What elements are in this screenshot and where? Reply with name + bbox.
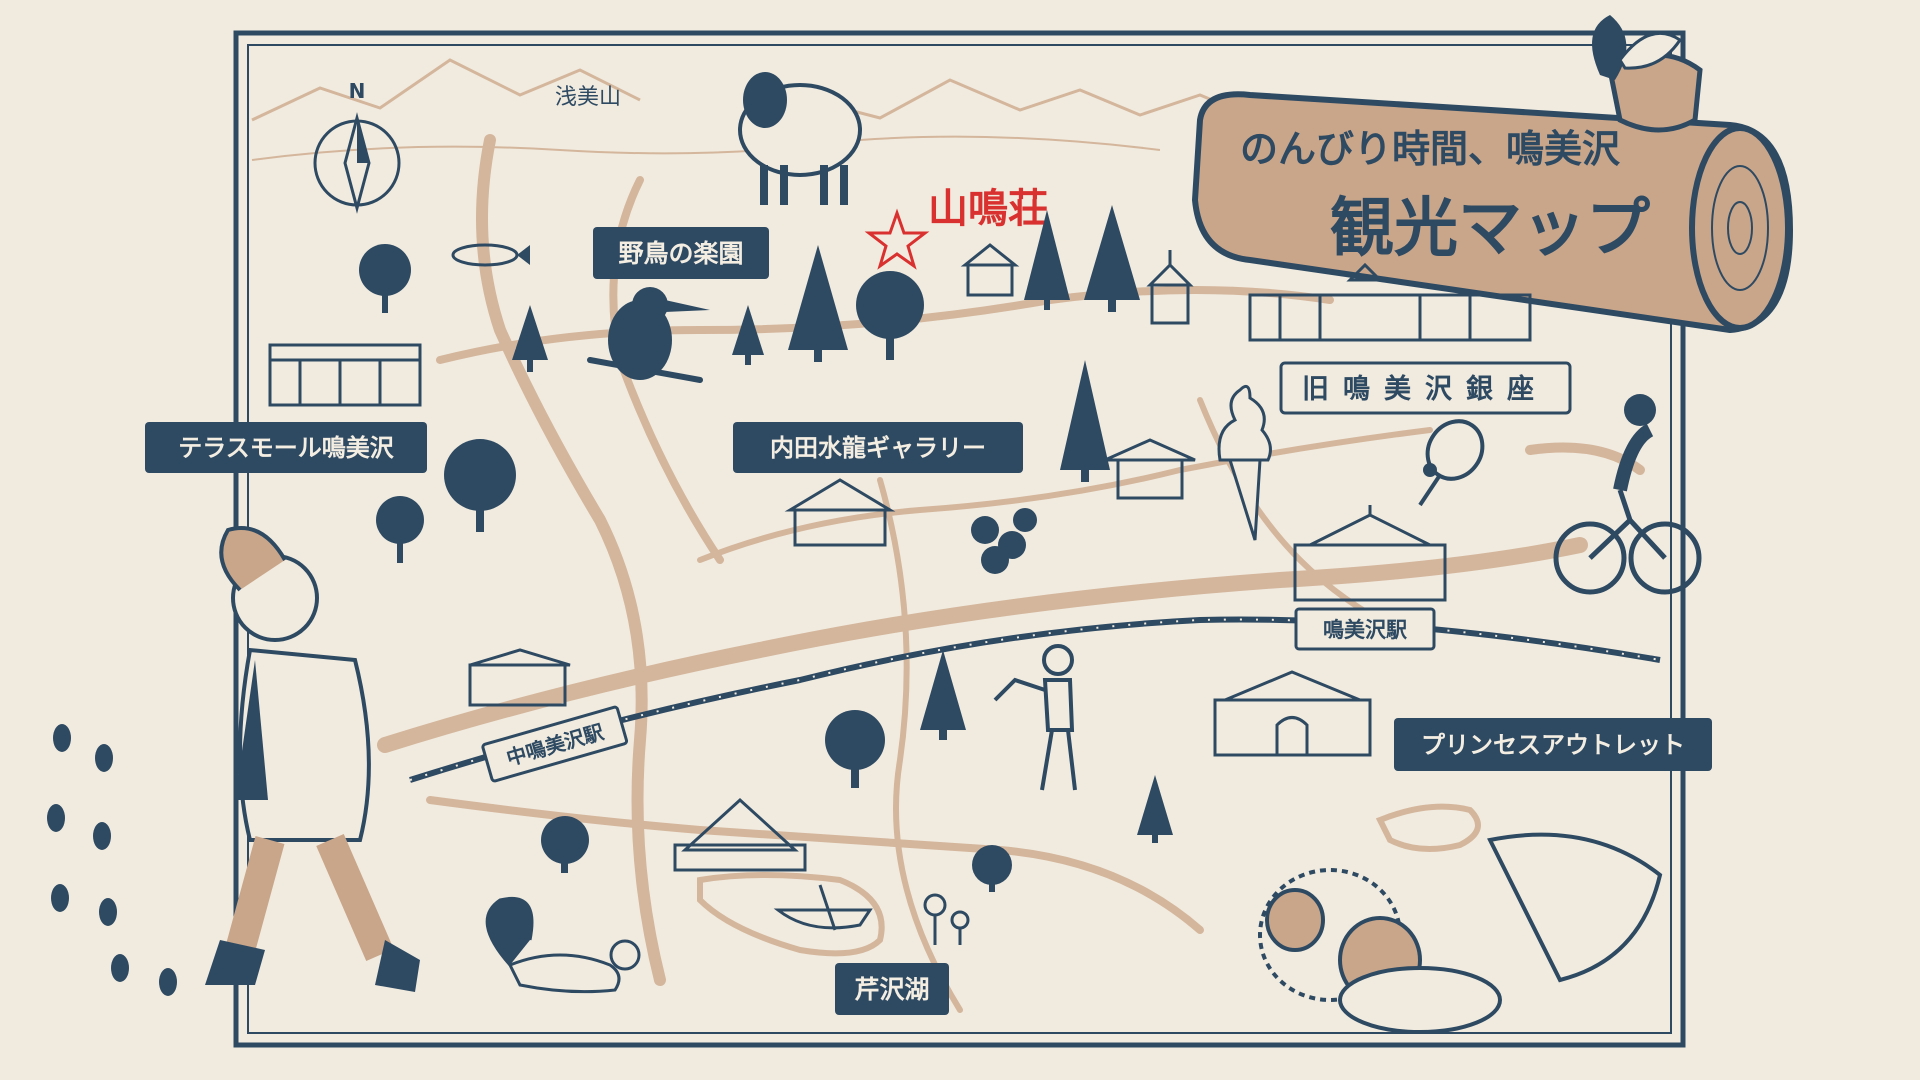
tree-icon: [825, 710, 885, 788]
walking-woman-icon: [205, 526, 420, 992]
label-uchida-gallery: 内田水龍ギャラリー: [733, 422, 1023, 473]
chestnut-icon: [1258, 832, 1663, 1034]
tree-icons: [359, 205, 1173, 892]
tree-icon: [512, 305, 548, 372]
svg-text:テラスモール鳴美沢: テラスモール鳴美沢: [178, 434, 395, 462]
tennis-racket-icon: [1418, 419, 1485, 507]
rowboat-icon: [773, 884, 873, 931]
map-title: 観光マップ: [1330, 192, 1650, 266]
tree-icon: [1060, 360, 1110, 482]
tree-icon: [1084, 205, 1140, 312]
svg-text:旧鳴美沢銀座: 旧鳴美沢銀座: [1302, 373, 1548, 405]
label-wild-bird-park: 野鳥の楽園: [593, 227, 769, 279]
svg-text:鳴美沢駅: 鳴美沢駅: [1323, 618, 1408, 642]
leaf-icon: [1618, 31, 1683, 70]
mountain-label: 浅美山: [555, 85, 621, 110]
cyclist-icon: [1553, 394, 1702, 595]
tree-icon: [1024, 210, 1070, 310]
tree-icon: [376, 496, 424, 563]
building-icon-church: [1146, 250, 1194, 325]
svg-text:プリンセスアウトレット: プリンセスアウトレット: [1421, 731, 1685, 759]
leaf-icon: [1592, 15, 1627, 80]
svg-text:内田水龍ギャラリー: 内田水龍ギャラリー: [770, 434, 986, 462]
tree-icon: [972, 845, 1012, 892]
building-icon-ginza-street: [1248, 262, 1532, 342]
tree-icon: [359, 244, 411, 313]
compass-north-label: N: [349, 79, 366, 103]
tree-icon: [444, 439, 516, 532]
building-icon-terrace-mall: [268, 343, 422, 407]
star-icon: [864, 208, 930, 270]
footprints-icon: [47, 724, 177, 996]
svg-text:野鳥の楽園: 野鳥の楽園: [618, 239, 743, 268]
soft-serve-icon: [1217, 384, 1272, 541]
label-terrace-mall: テラスモール鳴美沢: [145, 422, 427, 473]
building-icon-gallery: [784, 478, 896, 547]
tree-icon: [541, 816, 589, 873]
kingfisher-icon: [587, 287, 710, 383]
tree-icon: [920, 650, 966, 740]
building-icon-lodge: [960, 243, 1020, 297]
label-station-narumisawa: 鳴美沢駅: [1294, 607, 1436, 651]
illustrations: [47, 72, 1702, 1034]
tree-icon: [856, 271, 924, 360]
building-icon-outlet: [1213, 670, 1372, 757]
label-old-ginza: 旧鳴美沢銀座: [1279, 361, 1572, 415]
squirrel-icon: [485, 897, 641, 994]
featured-label: 山鳴荘: [928, 186, 1048, 232]
tree-icon: [788, 245, 848, 362]
building-icon-lake-cafe: [673, 797, 807, 872]
tree-icon: [1137, 775, 1173, 843]
building-icon-temple: [1104, 438, 1196, 500]
fish-icon: [451, 243, 530, 267]
map-subtitle: のんびり時間、鳴美沢: [1240, 127, 1620, 171]
building-icon-station: [1293, 505, 1447, 602]
label-princess-outlet: プリンセスアウトレット: [1394, 718, 1712, 771]
mountain-goat-icon: [738, 72, 862, 205]
golfer-icon: [993, 644, 1077, 791]
building-icons: [268, 243, 1532, 872]
label-serizawa-lake: 芹沢湖: [835, 963, 949, 1015]
title-log: のんびり時間、鳴美沢 観光マップ: [1192, 15, 1793, 333]
svg-text:芹沢湖: 芹沢湖: [854, 975, 929, 1004]
tree-icon: [732, 305, 764, 365]
featured-location: 山鳴荘: [864, 186, 1048, 270]
building-icon-naka-station: [468, 648, 571, 707]
compass: N: [313, 79, 401, 214]
flower-icon: [923, 893, 970, 945]
blueberry-icon: [971, 508, 1037, 574]
